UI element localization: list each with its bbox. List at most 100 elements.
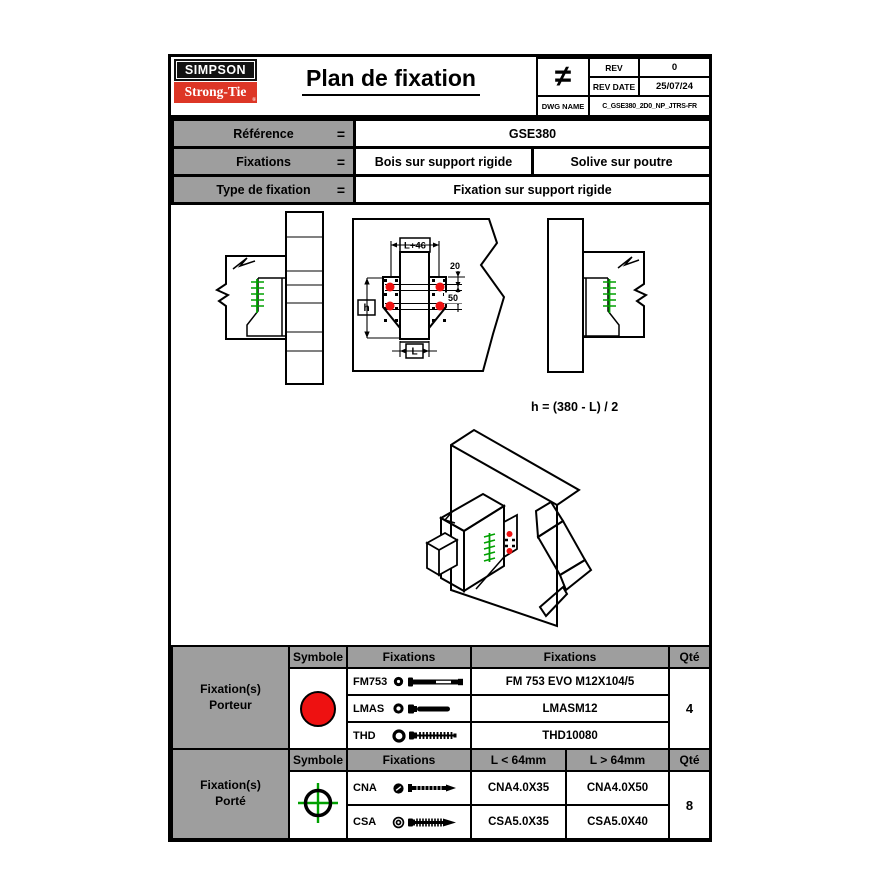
- fixation-long: CSA5.0X40: [565, 804, 670, 840]
- isometric-view: [425, 428, 593, 628]
- cna-head-icon: [393, 782, 404, 794]
- rev-date-label: REV DATE: [588, 76, 640, 97]
- fixation-code: THD: [353, 729, 376, 742]
- lmas-washer-icon: [393, 703, 404, 714]
- revision-block: ≠ REV 0 REV DATE 25/07/24 DWG NAME C_GSE…: [536, 57, 711, 117]
- col-header-fixations-code: Fixations: [346, 645, 472, 669]
- page-title: Plan de fixation: [266, 65, 516, 96]
- porte-symbol-cell: [288, 770, 348, 840]
- broken-joist-piece: [534, 500, 593, 618]
- dim-label-50: 50: [448, 293, 458, 303]
- hanger-side-left: [246, 277, 286, 337]
- dim-label-top: L+46: [404, 241, 426, 252]
- red-circle-symbol: [300, 690, 336, 727]
- col-header-short-length: L < 64mm: [470, 748, 567, 772]
- rev-value: 0: [638, 57, 711, 78]
- dimension-bottom-width: L: [392, 341, 437, 359]
- fixation-row-fm753: FM753: [346, 667, 472, 696]
- fixation-code: FM753: [353, 675, 388, 688]
- dim-label-L: L: [411, 347, 417, 358]
- equals-sign: =: [336, 125, 345, 142]
- col-header-fixations: Fixations: [346, 748, 472, 772]
- registered-mark: ®: [252, 98, 256, 103]
- info-label-text: Type de fixation: [216, 182, 311, 197]
- porte-qty: 8: [668, 770, 711, 840]
- break-symbol: [617, 256, 640, 269]
- csa-head-icon: [392, 816, 405, 828]
- bolt-red-dot: [506, 548, 513, 554]
- col-header-qty: Qté: [668, 645, 711, 669]
- info-label-text: Fixations: [236, 154, 291, 169]
- dwg-name-value: C_GSE380_2D0_NP_JTRS-FR: [588, 95, 711, 117]
- dimension-height-h: h: [357, 277, 399, 339]
- bolt-red-dot: [506, 531, 513, 537]
- drawing-sheet-frame: SIMPSON Strong-Tie ® Plan de fixation ≠ …: [168, 54, 713, 842]
- side-view-left: [214, 211, 324, 385]
- joist-3d: [425, 492, 506, 593]
- csa-screw-icon: [408, 818, 456, 826]
- porte-table: Fixation(s) Porté Symbole Fixations L < …: [171, 748, 711, 840]
- front-view: L+46 h 20 50 L: [352, 218, 506, 372]
- fixation-name: THD10080: [470, 721, 670, 750]
- logo-simpson-band: SIMPSON: [174, 59, 257, 81]
- bolt-positions-red: [385, 282, 445, 311]
- fixation-row-csa: CSA: [346, 804, 472, 840]
- hanger-side-right: [583, 277, 620, 337]
- thd-washer-icon: [392, 728, 406, 743]
- info-value-fixations-1: Bois sur support rigide: [353, 146, 534, 177]
- fixation-code: CNA: [353, 782, 377, 794]
- info-value-type: Fixation sur support rigide: [352, 174, 713, 205]
- porte-row-label: Fixation(s) Porté: [171, 748, 290, 840]
- bolt-lines: [385, 283, 462, 311]
- dimension-right-offsets: 20 50: [444, 261, 465, 312]
- rev-label: REV: [588, 57, 640, 78]
- col-header-fixations-name: Fixations: [470, 645, 670, 669]
- fixation-long: CNA4.0X50: [565, 770, 670, 806]
- logo-strongtie-band: Strong-Tie ®: [174, 82, 257, 103]
- fastener-marks-green: [483, 533, 496, 562]
- porteur-qty: 4: [668, 667, 711, 750]
- dim-label-h: h: [363, 303, 369, 314]
- break-symbol: [232, 257, 256, 270]
- col-header-qty: Qté: [668, 748, 711, 772]
- page-title-text: Plan de fixation: [302, 65, 480, 96]
- formula-label: h = (380 - L) / 2: [531, 400, 618, 414]
- porteur-fixations-table: Fixation(s) Porteur Symbole Fixations Fi…: [171, 645, 711, 750]
- fastener-marks-green: [603, 279, 616, 313]
- fixation-name: LMASM12: [470, 694, 670, 723]
- fixation-short: CNA4.0X35: [470, 770, 567, 806]
- logo-simpson-text: SIMPSON: [176, 61, 255, 79]
- label-line1: Fixation(s): [200, 681, 261, 696]
- fm753-head-icon: [393, 676, 404, 687]
- rev-date-value: 25/07/24: [638, 76, 711, 97]
- col-header-symbole: Symbole: [288, 645, 348, 669]
- col-header-long-length: L > 64mm: [565, 748, 670, 772]
- info-label-reference: Référence =: [171, 118, 356, 149]
- fixation-row-lmas: LMAS: [346, 694, 472, 723]
- joist-front: [399, 251, 430, 340]
- not-equal-symbol: ≠: [536, 57, 590, 97]
- porteur-table: Fixation(s) Porteur Symbole Fixations Fi…: [171, 645, 711, 750]
- equals-sign: =: [336, 153, 345, 170]
- logo-strongtie-text: Strong-Tie: [184, 84, 247, 99]
- title-block-header: SIMPSON Strong-Tie ® Plan de fixation ≠ …: [171, 57, 711, 118]
- col-header-symbole: Symbole: [288, 748, 348, 772]
- support-outline: [352, 218, 506, 372]
- lmas-bolt-icon: [408, 704, 450, 713]
- fixation-code: CSA: [353, 816, 377, 828]
- fixation-short: CSA5.0X35: [470, 804, 567, 840]
- fixation-name: FM 753 EVO M12X104/5: [470, 667, 670, 696]
- fm753-bolt-icon: [408, 677, 463, 686]
- info-label-type: Type de fixation =: [171, 174, 356, 205]
- info-label-fixations: Fixations =: [171, 146, 356, 177]
- simpson-strongtie-logo: SIMPSON Strong-Tie ®: [174, 59, 257, 103]
- thd-screw-icon: [409, 731, 457, 740]
- info-label-text: Référence: [233, 126, 294, 141]
- label-line1: Fixation(s): [200, 778, 261, 793]
- info-value-reference: GSE380: [352, 118, 713, 149]
- hanger-3d: [475, 513, 518, 590]
- fixation-code: LMAS: [353, 702, 385, 715]
- cna-nail-icon: [408, 784, 456, 792]
- porteur-row-label: Fixation(s) Porteur: [171, 645, 290, 750]
